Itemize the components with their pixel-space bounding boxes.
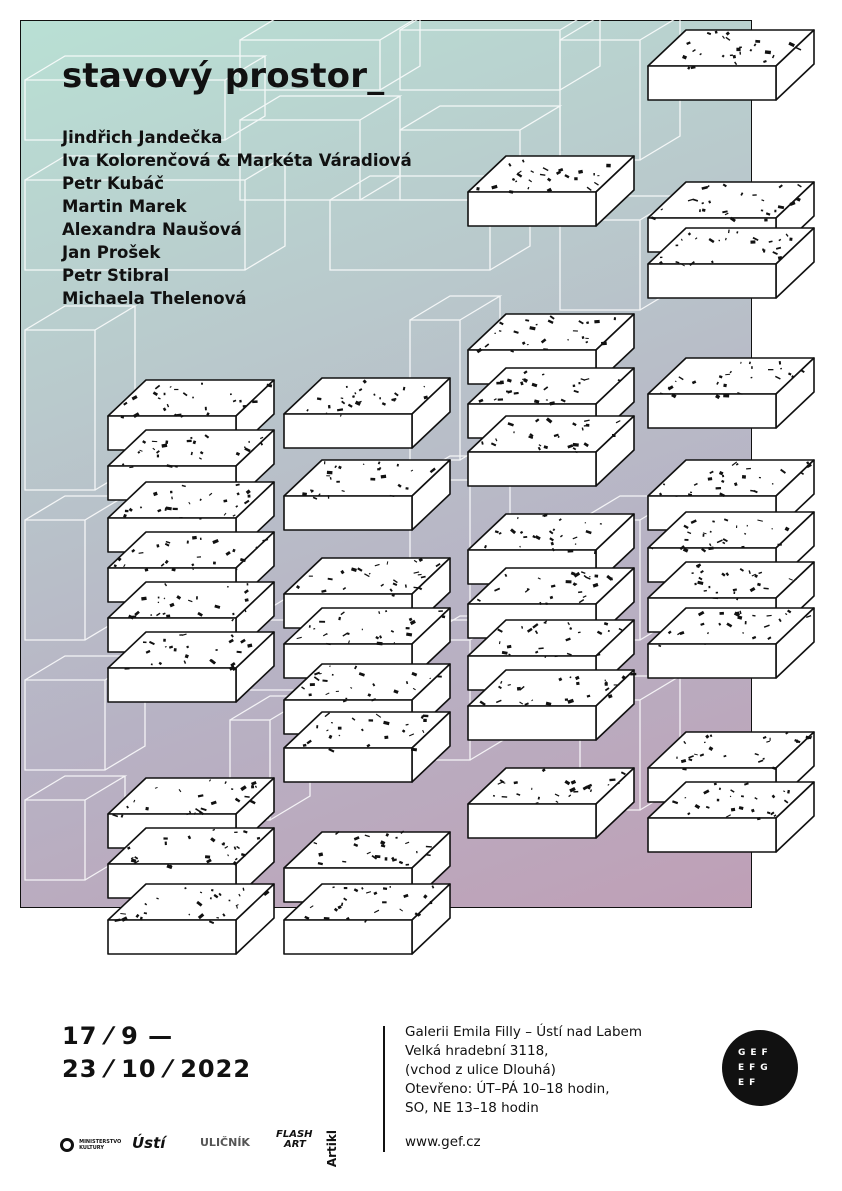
map-slab [467, 669, 637, 741]
usti-logo: Ústí [132, 1134, 166, 1152]
map-slab [647, 227, 815, 299]
artist-name: Petr Kubáč [62, 174, 165, 193]
map-slab [467, 767, 635, 839]
artist-name: Jindřich Jandečka [62, 128, 223, 147]
artist-name: Alexandra Naušová [62, 220, 242, 239]
venue-line: (vchod z ulice Dlouhá) [405, 1062, 556, 1078]
artist-name: Petr Stibral [62, 266, 170, 285]
divider [383, 1026, 385, 1152]
map-slab [647, 357, 815, 429]
ulicnik-logo: ULIČNÍK [200, 1136, 250, 1149]
artist-name: Martin Marek [62, 197, 187, 216]
exhibition-title: stavový prostor_ [62, 56, 385, 96]
artist-list: Jindřich Jandečka Iva Kolorenčová & Mark… [62, 126, 412, 310]
venue-info: Galerii Emila Filly – Ústí nad Labem Vel… [405, 1023, 642, 1118]
map-slab [467, 415, 635, 487]
date-end: 23 ⁄ 10 ⁄ 2022 [62, 1055, 252, 1083]
map-slab [107, 631, 275, 703]
venue-line: Velká hradební 3118, [405, 1043, 549, 1059]
website-link[interactable]: www.gef.cz [405, 1134, 481, 1150]
artist-name: Iva Kolorenčová & Markéta Váradiová [62, 151, 412, 170]
map-slab [283, 377, 451, 449]
map-slab [647, 29, 815, 101]
map-slab [283, 883, 451, 955]
date-start: 17 ⁄ 9 — [62, 1022, 174, 1050]
flash-art-logo: FLASH ART [276, 1129, 313, 1150]
venue-line: Galerii Emila Filly – Ústí nad Labem [405, 1024, 642, 1040]
map-slab [107, 883, 275, 955]
map-slab [107, 429, 275, 501]
opening-hours: SO, NE 13–18 hodin [405, 1100, 539, 1116]
map-slab [283, 711, 451, 783]
artist-name: Michaela Thelenová [62, 289, 247, 308]
opening-hours: Otevřeno: ÚT–PÁ 10–18 hodin, [405, 1081, 610, 1097]
gef-logo: GEF EFG EF [722, 1030, 798, 1106]
ministry-seal-icon [60, 1137, 74, 1152]
exhibition-dates: 17 ⁄ 9 — 23 ⁄ 10 ⁄ 2022 [62, 1020, 251, 1086]
map-slab [647, 607, 815, 679]
map-slab [107, 827, 275, 899]
map-slab [467, 155, 635, 227]
map-slab [283, 459, 451, 531]
artikl-logo: Artikl [325, 1130, 339, 1168]
artist-name: Jan Prošek [62, 243, 161, 262]
map-slab [647, 781, 815, 853]
ministry-logo: MINISTERSTVO KULTURY [60, 1134, 121, 1153]
